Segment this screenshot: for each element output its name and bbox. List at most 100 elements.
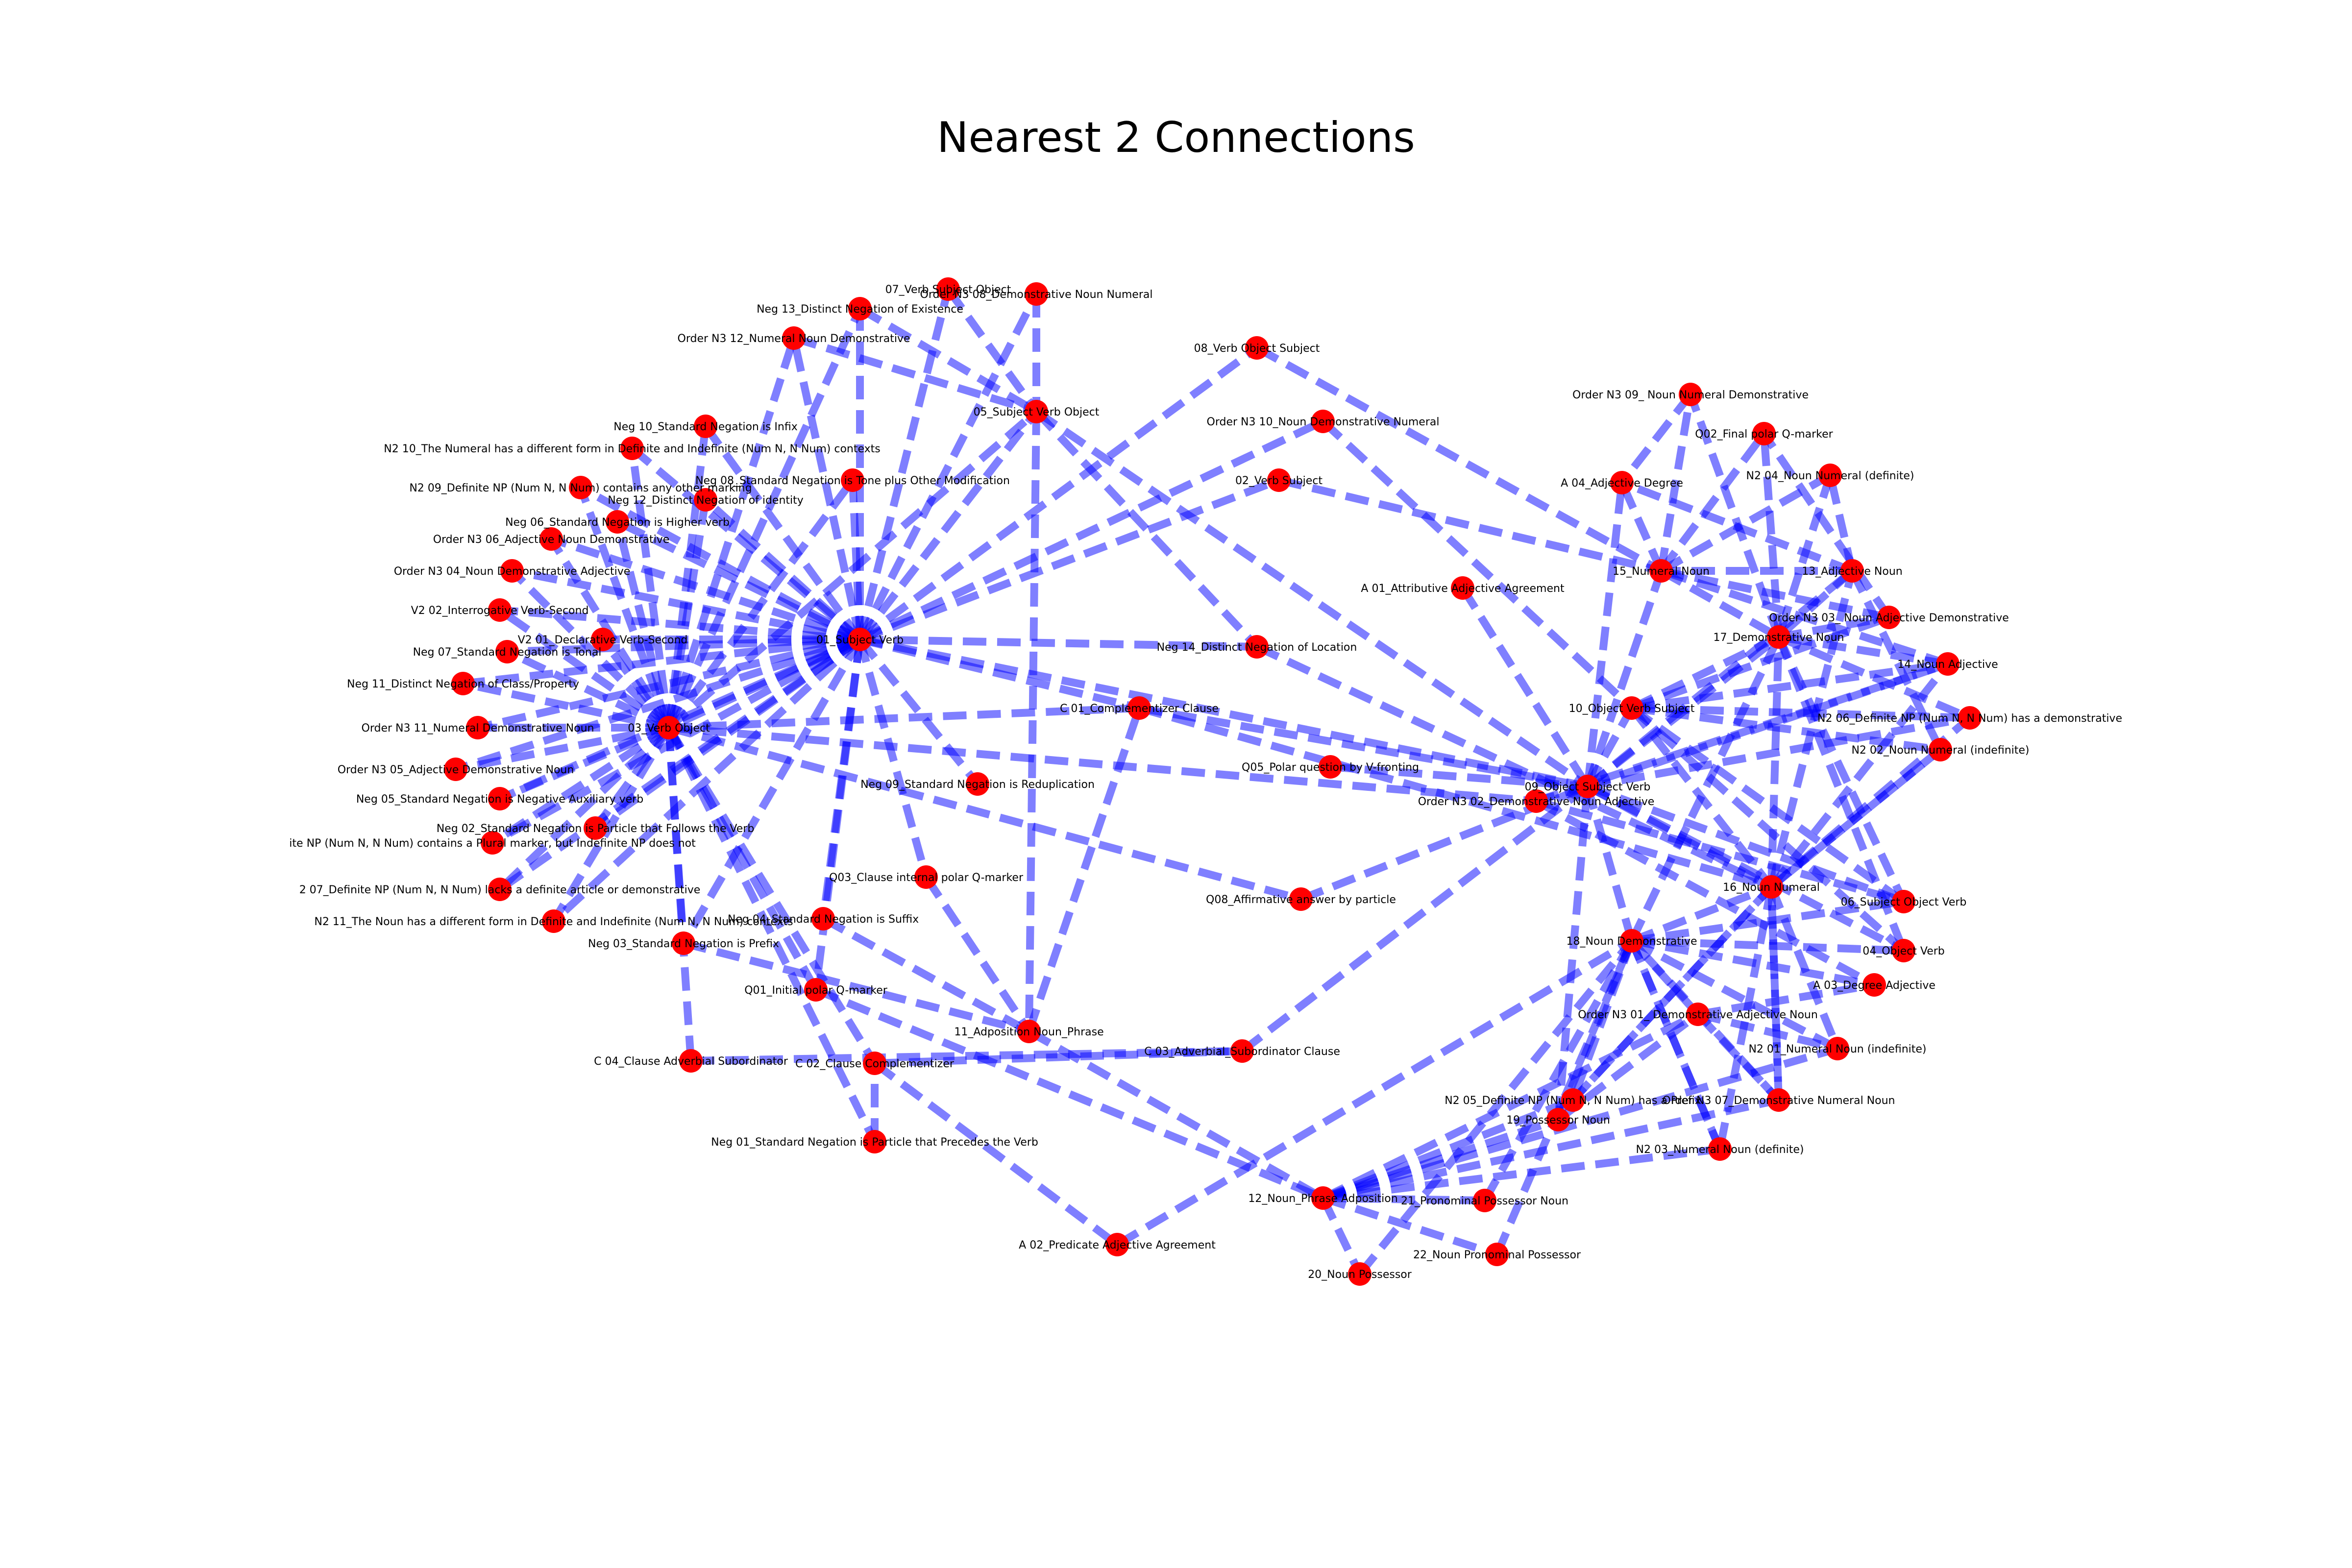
edge-n1-n31 — [551, 637, 863, 924]
node-label-n38: C 02_Clause Complementizer — [795, 1058, 955, 1070]
node-n44[interactable] — [1245, 635, 1269, 659]
edge-n58-n53 — [1569, 939, 1636, 1102]
edge-n4-n66 — [1535, 660, 1949, 805]
node-n21[interactable] — [488, 598, 512, 622]
edge-n62-n57 — [1767, 885, 1841, 1051]
node-n30[interactable] — [488, 878, 512, 901]
node-n5[interactable] — [1025, 282, 1048, 306]
node-n63[interactable] — [1620, 696, 1643, 720]
node-label-n22: V2 01_Declarative Verb-Second — [518, 634, 688, 646]
node-label-n2: 03_Verb Object — [628, 722, 710, 735]
edge-n2-n20 — [509, 568, 672, 731]
node-n57[interactable] — [1826, 1037, 1849, 1060]
node-n20[interactable] — [500, 559, 524, 583]
edge-n66-n70 — [1660, 567, 1949, 668]
node-n72[interactable] — [1679, 383, 1702, 406]
node-n49[interactable] — [1348, 1262, 1372, 1286]
node-n6[interactable] — [936, 277, 960, 301]
node-n7[interactable] — [848, 297, 872, 320]
node-n50[interactable] — [1485, 1243, 1509, 1266]
node-n16[interactable] — [841, 468, 864, 492]
node-n59[interactable] — [1862, 973, 1886, 997]
node-n15[interactable] — [569, 476, 592, 499]
node-n54[interactable] — [1767, 1088, 1790, 1112]
node-n46[interactable] — [1319, 755, 1342, 779]
node-n8[interactable] — [782, 326, 806, 350]
node-n52[interactable] — [1546, 1108, 1570, 1131]
node-n39[interactable] — [1017, 1020, 1041, 1043]
node-n51[interactable] — [1473, 1189, 1496, 1212]
node-n48[interactable] — [1311, 1186, 1335, 1210]
node-label-n44: Neg 14_Distinct Negation of Location — [1157, 641, 1357, 654]
node-n37[interactable] — [679, 1049, 703, 1073]
node-n58[interactable] — [1620, 929, 1643, 953]
node-n35[interactable] — [966, 772, 989, 796]
node-n47[interactable] — [1289, 887, 1313, 911]
edge-n9-n39 — [1025, 411, 1040, 1032]
edge-n36-n48 — [814, 986, 1325, 1202]
node-n23[interactable] — [495, 640, 519, 663]
edge-n1-n19 — [550, 535, 861, 643]
node-n29[interactable] — [481, 831, 504, 855]
node-label-n49: 20_Noun Possessor — [1308, 1269, 1412, 1281]
node-n64[interactable] — [1958, 706, 1982, 730]
edge-n8-n9 — [792, 334, 1038, 416]
node-n1[interactable] — [848, 628, 872, 651]
node-n19[interactable] — [539, 527, 563, 551]
node-n24[interactable] — [451, 672, 475, 695]
node-n18[interactable] — [606, 510, 629, 534]
node-n53[interactable] — [1561, 1088, 1585, 1112]
edge-n33-n39 — [821, 915, 1031, 1035]
node-n68[interactable] — [1877, 606, 1901, 629]
edge-n9-n44 — [1033, 409, 1260, 650]
node-n62[interactable] — [1760, 875, 1783, 899]
node-n9[interactable] — [1025, 400, 1048, 423]
node-n11[interactable] — [1311, 410, 1335, 433]
node-n61[interactable] — [1892, 890, 1915, 913]
node-n60[interactable] — [1892, 939, 1915, 962]
node-n42[interactable] — [1105, 1233, 1129, 1256]
node-n65[interactable] — [1929, 738, 1952, 761]
edge-n39-n48 — [1027, 1028, 1325, 1201]
node-label-n10: 08_Verb Object Subject — [1194, 343, 1320, 355]
node-n41[interactable] — [863, 1130, 886, 1153]
node-n32[interactable] — [672, 931, 695, 955]
node-n22[interactable] — [591, 628, 614, 651]
node-n28[interactable] — [584, 816, 607, 840]
node-label-n68: Order N3 03_ Noun Adjective Demonstrativ… — [1769, 612, 2009, 624]
node-n13[interactable] — [694, 415, 717, 438]
node-n36[interactable] — [804, 978, 828, 1002]
edge-n2-n4 — [668, 724, 1537, 805]
edge-n10-n70 — [1255, 344, 1663, 575]
edge-n7-n9 — [858, 305, 1039, 415]
node-n2[interactable] — [657, 716, 681, 739]
node-n10[interactable] — [1245, 336, 1269, 360]
edge-n72-n71 — [1618, 392, 1694, 485]
node-n55[interactable] — [1708, 1137, 1732, 1161]
node-n27[interactable] — [488, 787, 512, 810]
node-n73[interactable] — [1752, 422, 1776, 445]
node-n25[interactable] — [466, 716, 490, 739]
node-n26[interactable] — [444, 758, 467, 781]
node-n4[interactable] — [1524, 789, 1548, 813]
node-n33[interactable] — [811, 907, 835, 931]
node-n34[interactable] — [914, 865, 938, 889]
node-n40[interactable] — [1230, 1039, 1254, 1063]
node-n69[interactable] — [1840, 559, 1864, 583]
node-label-n56: Order N3 01_ Demonstrative Adjective Nou… — [1578, 1009, 1818, 1021]
node-n45[interactable] — [1451, 576, 1474, 600]
node-n17[interactable] — [694, 488, 717, 512]
node-n14[interactable] — [620, 437, 644, 460]
node-n66[interactable] — [1936, 652, 1960, 676]
node-n43[interactable] — [1127, 696, 1151, 720]
node-n74[interactable] — [1818, 464, 1842, 487]
node-n71[interactable] — [1610, 471, 1634, 494]
node-n56[interactable] — [1686, 1003, 1710, 1026]
node-n38[interactable] — [863, 1052, 886, 1075]
node-n31[interactable] — [542, 909, 565, 933]
node-n67[interactable] — [1767, 625, 1790, 649]
node-n70[interactable] — [1649, 559, 1673, 583]
node-n3[interactable] — [1576, 775, 1599, 798]
node-n12[interactable] — [1267, 468, 1291, 492]
